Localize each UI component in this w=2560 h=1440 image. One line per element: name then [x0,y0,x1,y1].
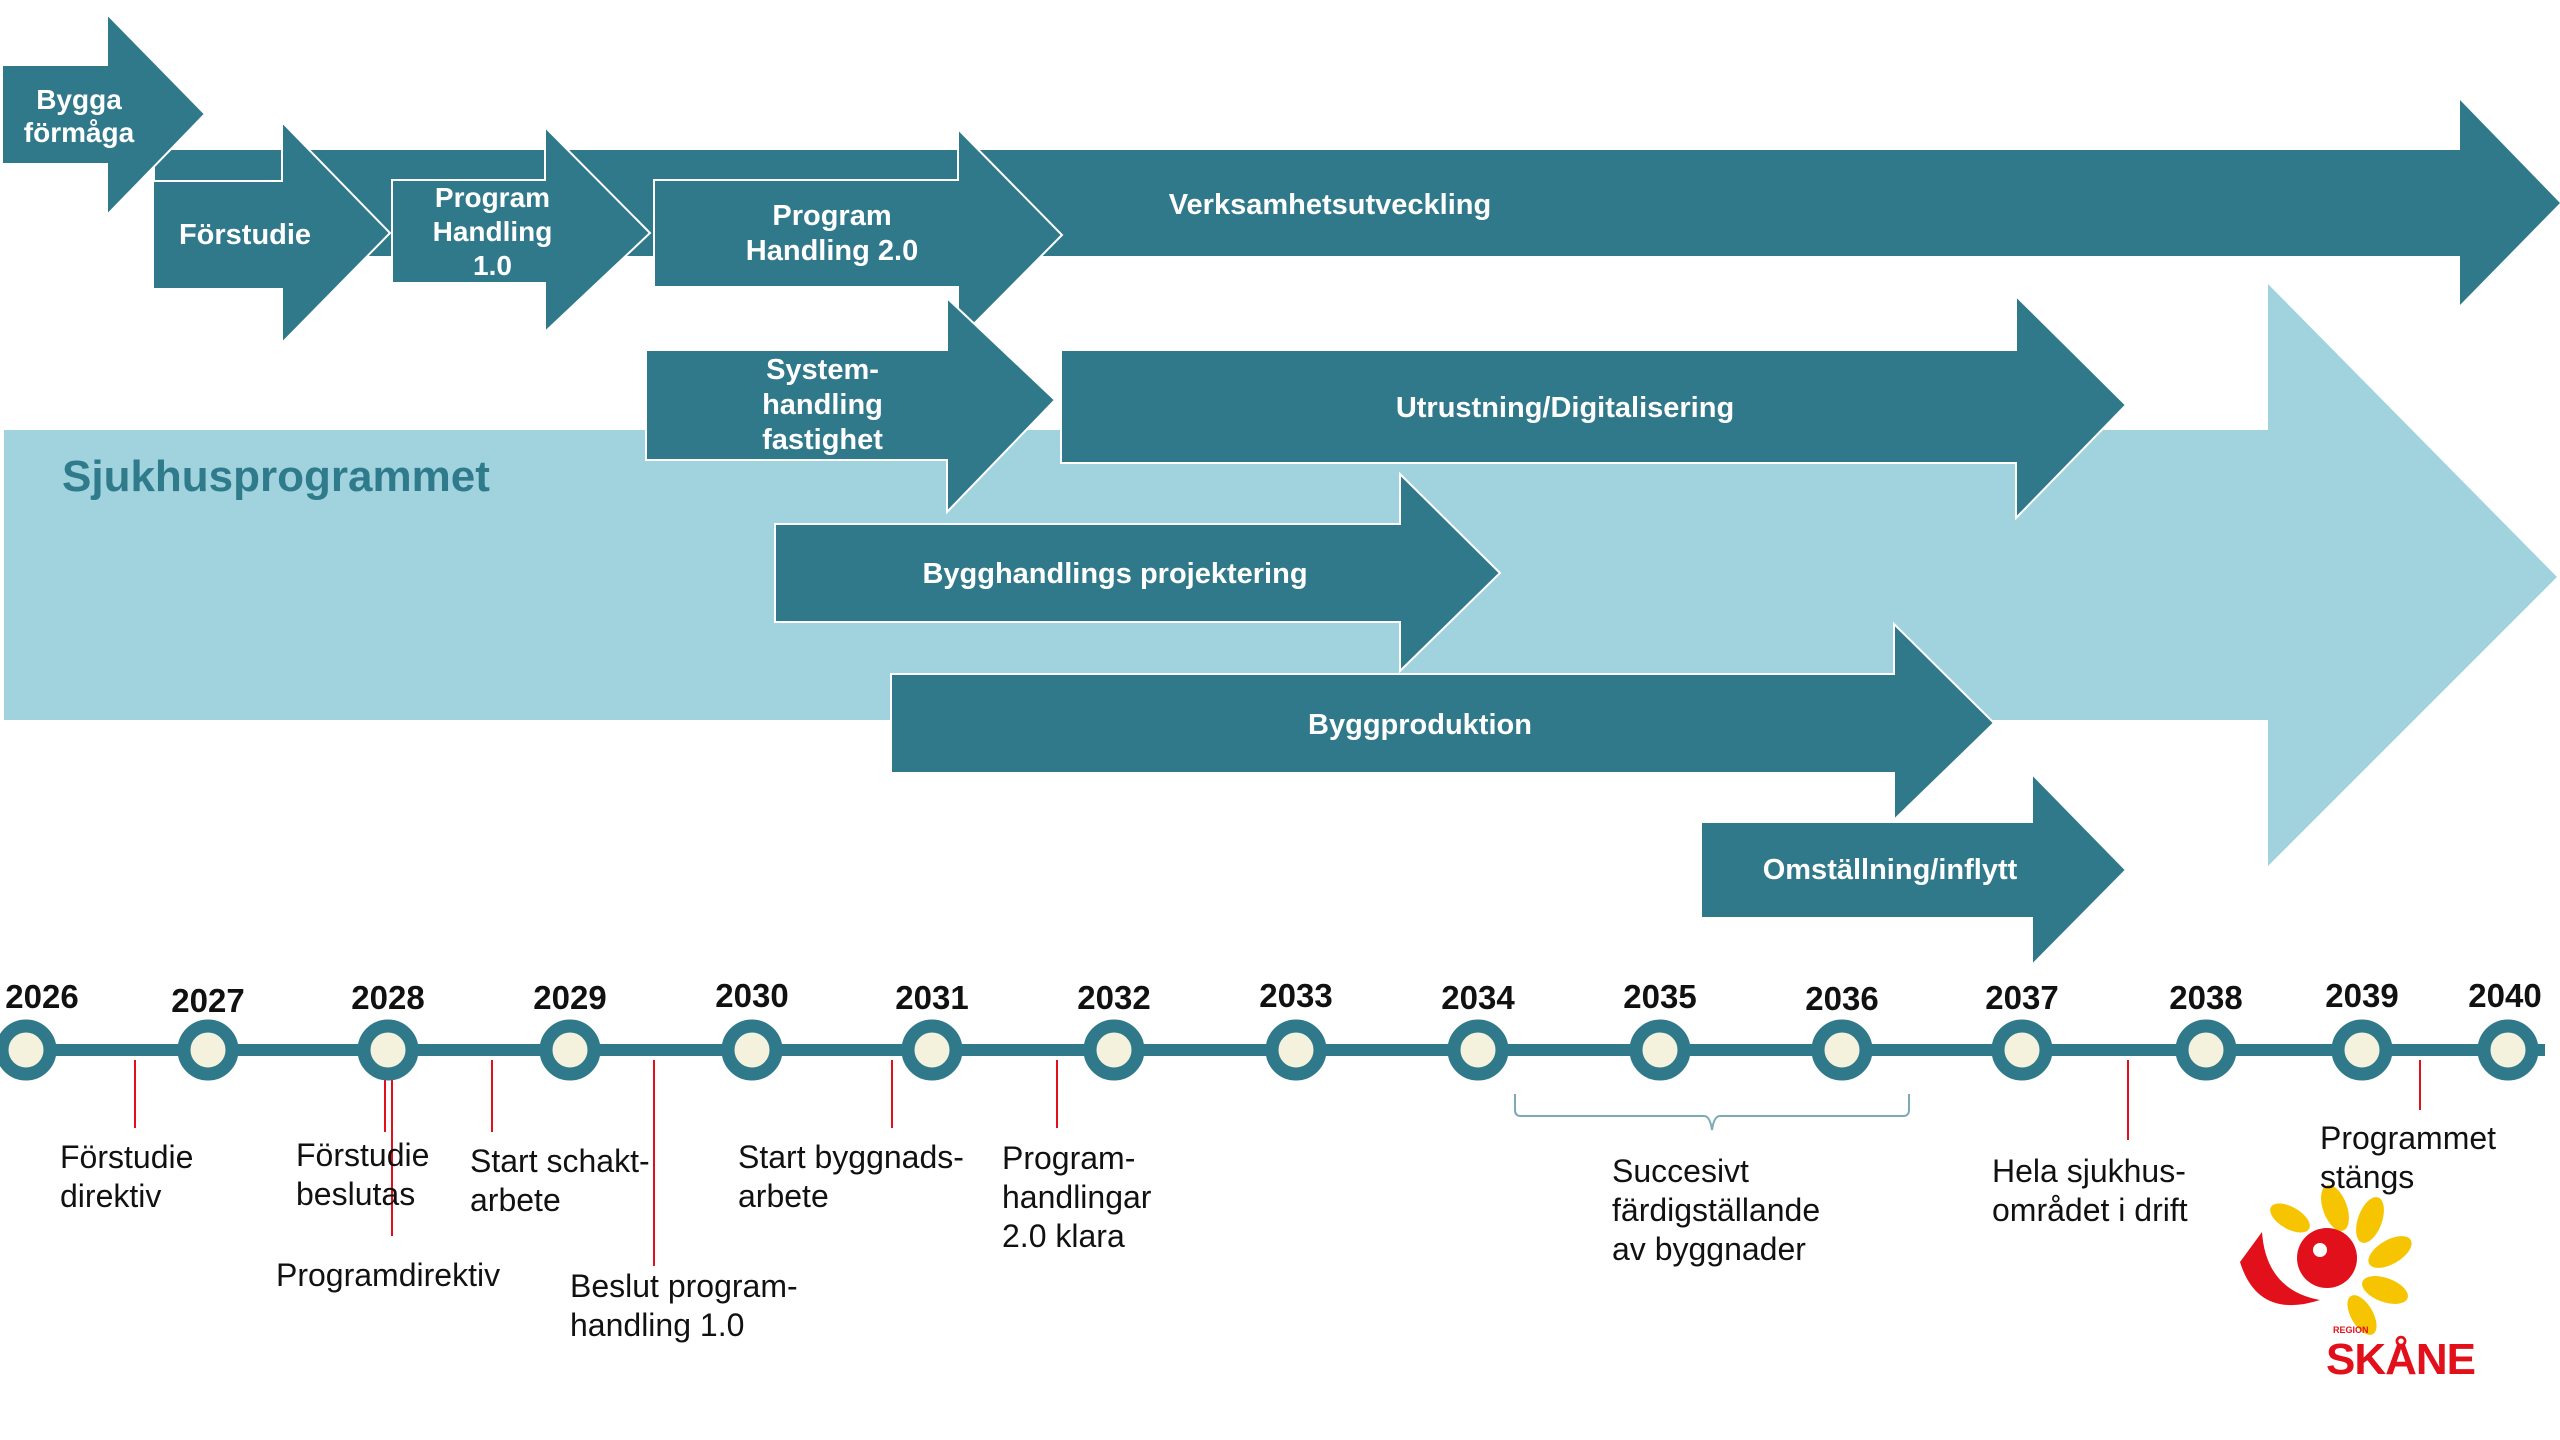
program-title: Sjukhusprogrammet [62,452,490,501]
milestone-forstudiedirektiv: Förstudie direktiv [60,1139,194,1214]
milestone-beslut-program: Beslut program- handling 1.0 [570,1268,798,1343]
timeline [0,1019,2545,1081]
year-marker [539,1019,601,1081]
bygga-formaga-arrow [1,11,207,218]
omstallning-label: Omställning/inflytt [1762,853,2018,886]
year-label: 2040 [2468,977,2542,1014]
year-marker [1083,1019,1145,1081]
year-label: 2035 [1623,978,1697,1015]
forstudie-arrow [152,119,392,346]
year-marker [357,1019,419,1081]
year-marker [1629,1019,1691,1081]
year-marker [901,1019,963,1081]
year-label: 2039 [2325,977,2399,1014]
year-marker [177,1019,239,1081]
year-marker [1991,1019,2053,1081]
utrustning-arrow [1060,293,2128,521]
program-handling-2-arrow [653,126,1064,343]
year-label: 2037 [1985,979,2059,1016]
systemhandling-arrow [645,295,1057,515]
logo-name-text: SKÅNE [2326,1335,2476,1384]
milestone-programdirektiv: Programdirektiv [276,1257,501,1293]
year-label: 2032 [1077,979,1151,1016]
milestone-programhandlingar: Program- handlingar 2.0 klara [1002,1140,1152,1254]
milestone-succesivt: Succesivt färdigställande av byggnader [1612,1153,1821,1267]
year-label: 2036 [1805,980,1879,1017]
year-label: 2030 [715,977,789,1014]
year-label: 2034 [1441,979,1515,1016]
year-label: 2038 [2169,979,2243,1016]
bygghandlings-arrow [774,471,1502,674]
byggproduktion-label: Byggproduktion [1308,708,1532,741]
bygga-formaga-label: Bygga förmåga [23,84,135,148]
milestone-programmet-stangs: Programmet stängs [2320,1120,2497,1195]
year-marker [1811,1019,1873,1081]
omstallning-arrow [1700,771,2128,968]
milestone-forstudie-beslutas: Förstudie beslutas [296,1137,430,1212]
year-label: 2028 [351,979,425,1016]
program-handling-2-label: Program Handling 2.0 [745,200,919,267]
systemhandling-label: System- handling fastighet [762,353,883,456]
year-marker [1265,1019,1327,1081]
year-label: 2029 [533,979,607,1016]
verksamhetsutveckling-label: Verksamhetsutveckling [1168,188,1492,221]
year-marker [721,1019,783,1081]
region-skane-logo-emblem [2240,1185,2412,1335]
year-marker [2331,1019,2393,1081]
year-label: 2026 [5,978,79,1015]
program-handling-1-label: Program Handling 1.0 [432,182,553,281]
utrustning-label: Utrustning/Digitalisering [1395,391,1735,424]
year-marker [2477,1019,2539,1081]
milestone-start-byggnad: Start byggnads- arbete [738,1139,964,1214]
milestone-lines [134,1060,2421,1266]
year-marker [1447,1019,1509,1081]
program-handling-1-arrow [391,124,652,335]
year-marker [2175,1019,2237,1081]
year-label: 2031 [895,979,969,1016]
byggproduktion-arrow [890,621,1996,823]
milestone-hela-sjukhus: Hela sjukhus- området i drift [1992,1153,2188,1228]
logo-region-text: REGION [2333,1325,2369,1335]
year-label: 2027 [171,982,245,1019]
milestone-start-schakt: Start schakt- arbete [470,1143,650,1218]
year-label: 2033 [1259,977,1333,1014]
bygghandlings-label: Bygghandlings projektering [922,557,1308,590]
year-marker [0,1019,57,1081]
forstudie-label: Förstudie [178,218,312,251]
period-bracket [1514,1094,1910,1131]
